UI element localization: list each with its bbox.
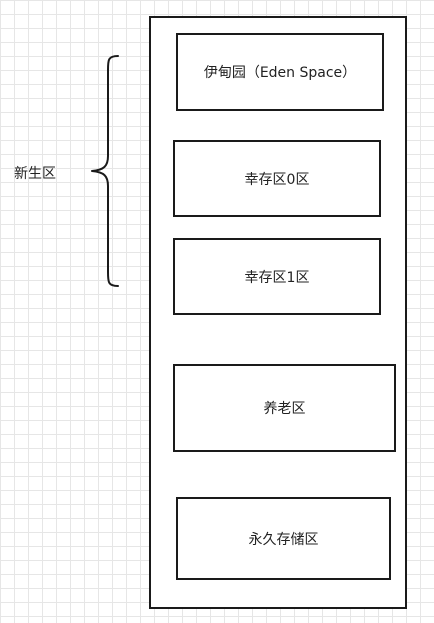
survivor-1-label: 幸存区1区 (244, 269, 310, 286)
permanent-generation-label: 永久存储区 (248, 531, 319, 548)
old-generation-box: 养老区 (173, 364, 396, 452)
survivor-1-box: 幸存区1区 (173, 238, 381, 315)
permanent-generation-box: 永久存储区 (176, 497, 391, 580)
survivor-0-label: 幸存区0区 (244, 171, 310, 188)
young-generation-label: 新生区 (14, 166, 56, 182)
survivor-0-box: 幸存区0区 (173, 140, 381, 217)
eden-space-label: 伊甸园（Eden Space） (203, 65, 357, 81)
old-generation-label: 养老区 (263, 401, 306, 417)
eden-space-box: 伊甸园（Eden Space） (176, 33, 384, 111)
curly-brace (91, 55, 119, 287)
